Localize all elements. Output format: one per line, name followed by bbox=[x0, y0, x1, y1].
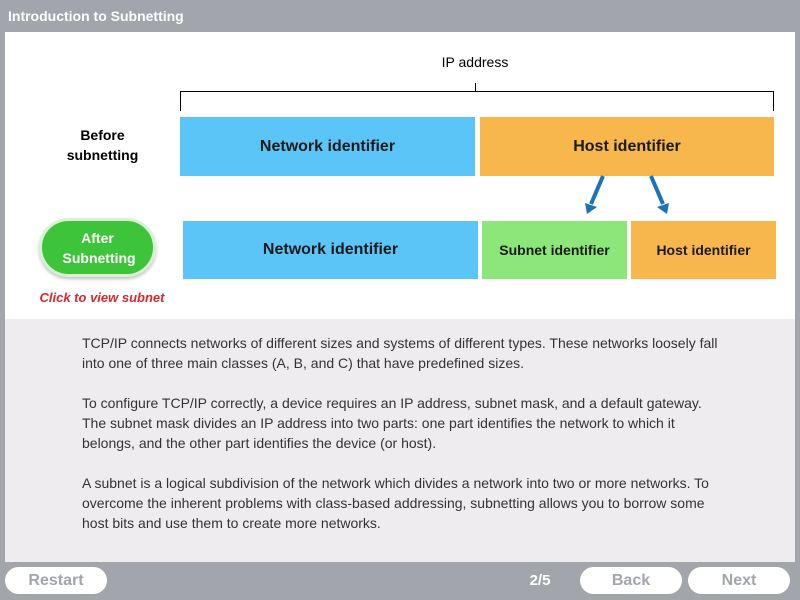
ip-address-bracket bbox=[180, 91, 774, 111]
after-subnet-identifier-box: Subnet identifier bbox=[482, 221, 627, 279]
after-subnetting-button-label: After Subnetting bbox=[62, 229, 136, 266]
before-host-identifier-label: Host identifier bbox=[573, 137, 681, 155]
page-indicator: 2/5 bbox=[529, 572, 551, 589]
after-subnetting-button[interactable]: After Subnetting bbox=[39, 218, 156, 277]
after-network-identifier-box: Network identifier bbox=[183, 221, 478, 279]
arrow-to-subnet-head bbox=[585, 203, 597, 214]
split-arrows-icon bbox=[585, 175, 669, 214]
explanation-text-area: TCP/IP connects networks of different si… bbox=[5, 319, 795, 562]
after-host-identifier-box: Host identifier bbox=[631, 221, 776, 279]
after-subnet-identifier-label: Subnet identifier bbox=[499, 242, 610, 258]
next-button[interactable]: Next bbox=[688, 567, 790, 594]
subnetting-diagram: IP address Before subnetting Network ide… bbox=[5, 32, 795, 319]
before-subnetting-label: Before subnetting bbox=[66, 127, 139, 163]
after-network-identifier-label: Network identifier bbox=[262, 241, 399, 258]
lesson-content: IP address Before subnetting Network ide… bbox=[5, 32, 795, 562]
paragraph-subnet-definition: A subnet is a logical subdivision of the… bbox=[82, 475, 709, 531]
arrow-to-subnet-line bbox=[589, 175, 605, 205]
restart-button[interactable]: Restart bbox=[5, 567, 107, 594]
back-button[interactable]: Back bbox=[580, 567, 682, 594]
bracket-center-tick bbox=[475, 83, 476, 92]
arrow-to-host-line bbox=[649, 175, 665, 205]
before-network-identifier-box: Network identifier bbox=[180, 117, 475, 176]
before-host-identifier-box: Host identifier bbox=[480, 117, 774, 176]
window-title: Introduction to Subnetting bbox=[0, 0, 800, 32]
click-to-view-subnet-hint: Click to view subnet bbox=[39, 290, 165, 305]
before-network-identifier-label: Network identifier bbox=[259, 137, 396, 155]
navigation-footer: Restart 2/5 Back Next bbox=[0, 562, 800, 600]
arrow-to-host-head bbox=[657, 203, 669, 214]
after-host-identifier-label: Host identifier bbox=[656, 242, 751, 258]
paragraph-tcpip-classes: TCP/IP connects networks of different si… bbox=[82, 335, 718, 371]
ip-address-label: IP address bbox=[441, 54, 509, 70]
paragraph-ip-configuration: To configure TCP/IP correctly, a device … bbox=[82, 395, 702, 451]
